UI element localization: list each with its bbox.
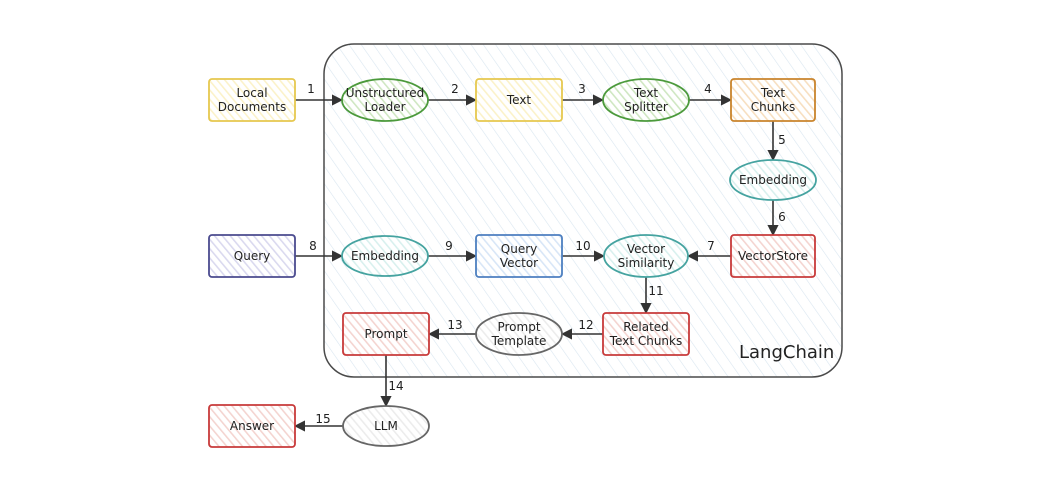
node-label-line: Similarity [618, 256, 675, 270]
node-box [342, 312, 430, 356]
edge-step-label: 6 [778, 210, 786, 224]
edge-12: 12 [560, 318, 603, 340]
node-ellipse [341, 235, 429, 277]
node-vectorstore: VectorStore [730, 234, 816, 278]
edge-step-label: 15 [315, 412, 330, 426]
node-box [208, 234, 296, 278]
node-label-line: Splitter [624, 100, 668, 114]
node-ellipse [342, 405, 430, 447]
node-box [208, 78, 296, 122]
node-ellipse [475, 312, 563, 356]
node-label-line: Related [623, 320, 669, 334]
node-label-line: Prompt [497, 320, 540, 334]
node-label-line: Text [760, 86, 786, 100]
node-box [475, 234, 563, 278]
edge-4: 4 [689, 82, 733, 106]
edge-step-label: 2 [451, 82, 459, 96]
node-label-line: Text [506, 93, 532, 107]
node-label-line: Embedding [739, 173, 807, 187]
node-label-line: Query [501, 242, 537, 256]
node-label-line: Loader [364, 100, 405, 114]
edge-step-label: 4 [704, 82, 712, 96]
edge-7: 7 [686, 239, 731, 262]
node-query: Query [208, 234, 296, 278]
edge-step-label: 9 [445, 239, 453, 253]
edge-15: 15 [293, 412, 343, 432]
node-ellipse [602, 78, 690, 122]
edge-6: 6 [767, 200, 786, 237]
node-label-line: Template [491, 334, 547, 348]
node-answer: Answer [208, 404, 296, 448]
node-label-line: Documents [218, 100, 286, 114]
node-label-line: Text [633, 86, 659, 100]
node-label-line: Chunks [751, 100, 795, 114]
node-label-line: Unstructured [346, 86, 424, 100]
edge-8: 8 [295, 239, 344, 262]
node-ellipse [603, 234, 689, 278]
edge-step-label: 13 [447, 318, 462, 332]
node-box [730, 78, 816, 122]
node-box [730, 234, 816, 278]
node-embedding-top: Embedding [729, 159, 817, 201]
node-box [475, 78, 563, 122]
node-label-line: Embedding [351, 249, 419, 263]
node-label-line: LLM [374, 419, 398, 433]
node-label-line: Text Chunks [609, 334, 682, 348]
edge-step-label: 3 [578, 82, 586, 96]
edge-step-label: 8 [309, 239, 317, 253]
node-label-line: Local [236, 86, 267, 100]
node-label-line: Vector [500, 256, 538, 270]
node-ellipse [729, 159, 817, 201]
langchain-container: LangChain [323, 43, 843, 378]
node-box [208, 404, 296, 448]
edge-2: 2 [428, 82, 478, 106]
edge-step-label: 7 [707, 239, 715, 253]
node-label-line: Vector [627, 242, 665, 256]
edge-step-label: 11 [648, 284, 663, 298]
edge-step-label: 14 [388, 379, 403, 393]
edge-step-label: 5 [778, 133, 786, 147]
node-box [602, 312, 690, 356]
node-prompt: Prompt [342, 312, 430, 356]
edge-3: 3 [562, 82, 605, 106]
container-label: LangChain [739, 342, 834, 363]
node-ellipse [341, 78, 429, 122]
edge-1: 1 [295, 82, 344, 106]
edge-step-label: 1 [307, 82, 315, 96]
node-label-line: VectorStore [738, 249, 808, 263]
edge-9: 9 [428, 239, 478, 262]
edge-step-label: 12 [578, 318, 593, 332]
node-label-line: Query [234, 249, 270, 263]
node-text: Text [475, 78, 563, 122]
node-label-line: Prompt [364, 327, 407, 341]
edge-14: 14 [380, 355, 404, 408]
node-llm: LLM [342, 405, 430, 447]
edge-step-label: 10 [575, 239, 590, 253]
edge-10: 10 [562, 239, 606, 262]
node-embedding-mid: Embedding [341, 235, 429, 277]
edge-13: 13 [427, 318, 476, 340]
edge-5: 5 [767, 121, 786, 162]
edge-11: 11 [640, 277, 664, 315]
node-label-line: Answer [230, 419, 274, 433]
